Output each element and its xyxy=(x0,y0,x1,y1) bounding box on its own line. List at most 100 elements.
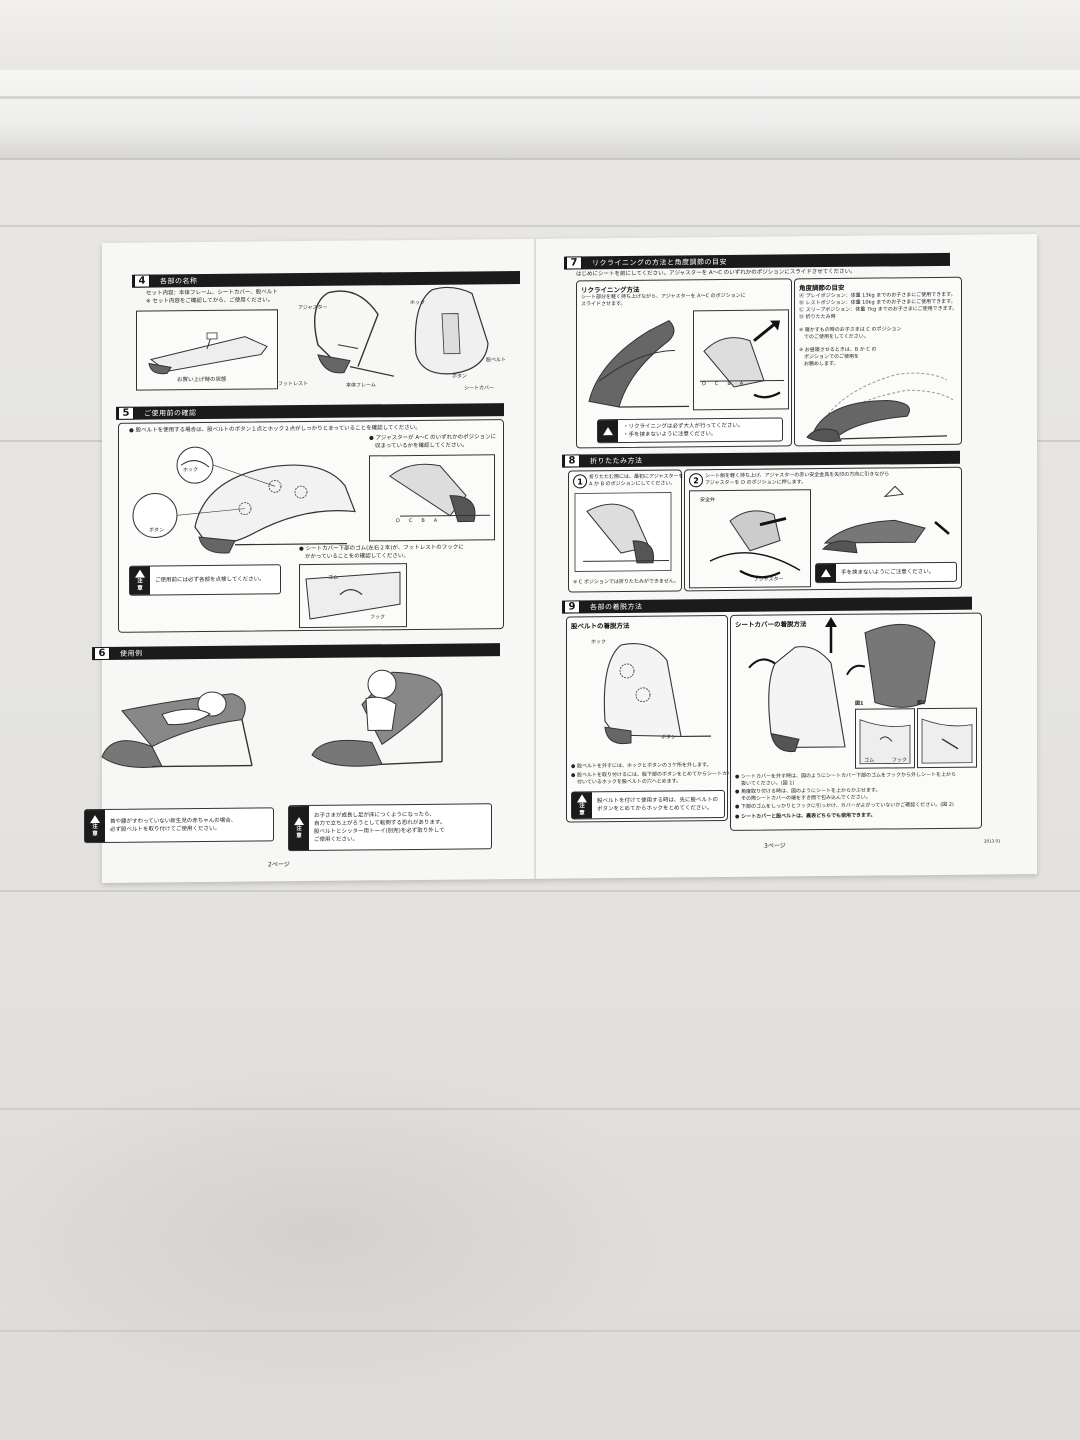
newborn-warning: 注 意 首や腰がすわっていない新生児の赤ちゃんの場合、必ず股ベルトを取り付けてご… xyxy=(84,807,274,844)
floor-seam xyxy=(0,225,1080,227)
seat-cover-attach-illustration xyxy=(748,617,936,753)
label-rubber: ゴム xyxy=(864,757,875,764)
warning-line: ご使用ください。 xyxy=(314,836,359,844)
belt-bullet-1-text: 股ベルトを外すには、ホックとボタンの３ケ所を外します。 xyxy=(576,762,712,770)
section-number: 8 xyxy=(564,454,580,468)
label-safety: 安全弁 xyxy=(700,497,716,504)
warning-text: ご使用前には必ず各部を点検してください。 xyxy=(155,576,265,584)
warning-line: 自力で立ち上がろうとして転倒する恐れがあります。 xyxy=(314,819,446,827)
angle-positions-illustration xyxy=(806,372,954,443)
warning-line: ・手を挟まないように注意ください。 xyxy=(623,431,717,438)
position-c: C xyxy=(408,517,422,525)
section-number: 6 xyxy=(94,646,110,661)
position-d: D xyxy=(702,381,715,388)
cover-bullet-4-text: シートカバーと股ベルトは、裏表どちらでも使用できます。 xyxy=(741,812,876,820)
label-adjuster: アジャスター xyxy=(754,576,784,583)
section-number: 5 xyxy=(118,406,134,420)
step-1-text-b: A か B のポジションにしてください。 xyxy=(589,480,676,488)
label-adjuster: アジャスター xyxy=(298,304,328,312)
warning-icon: 注 意 xyxy=(130,566,150,595)
step-1-note: ※ C ポジションでは折りたたみができません。 xyxy=(573,578,679,586)
warning-icon: 注 意 xyxy=(572,792,592,819)
check-bullet-3a-text: シートカバー下部のゴム(左右２本)が、フットレストのフックに xyxy=(305,544,464,553)
safety-latch-illustration xyxy=(709,510,801,579)
adjuster-slide-box: DCBA xyxy=(693,309,789,411)
warning-text: 首や腰がすわっていない新生児の赤ちゃんの場合、必ず股ベルトを取り付けてご使用くだ… xyxy=(105,816,241,834)
pre-use-check-box: ● 股ベルトを使用する場合は、股ベルトのボタン１点とホック２点がしっかりとまって… xyxy=(118,419,504,633)
left-page: 4 各部の名称 セット内容：本体フレーム、シートカバー、股ベルト ※ セット内容… xyxy=(84,239,534,883)
section-8-header: 8 折りたたみ方法 xyxy=(562,450,960,468)
warning-icon xyxy=(598,420,618,443)
caution-label: 注 意 xyxy=(296,825,302,839)
cover-bullet-4: ● シートカバーと股ベルトは、裏表どちらでも使用できます。 xyxy=(735,812,876,820)
warning-line: ・リクライニングは必ず大人が行ってください。 xyxy=(623,422,744,430)
instruction-booklet: 4 各部の名称 セット内容：本体フレーム、シートカバー、股ベルト ※ セット内容… xyxy=(84,234,1037,884)
bouncer-check-illustration xyxy=(132,446,356,554)
caution-label: 注 意 xyxy=(92,823,98,837)
footrest-hook-illustration xyxy=(305,571,401,620)
label-seat-cover: シートカバー xyxy=(464,385,495,392)
figure-2-illustration xyxy=(921,718,973,764)
section-title: ご使用前の確認 xyxy=(144,408,197,418)
warning-line: お子さまが成長し足が床につくようになったら、 xyxy=(314,811,436,819)
section-number: 4 xyxy=(134,274,150,288)
figure-1-box: ゴム フック xyxy=(855,708,915,769)
adjuster-illustration xyxy=(389,463,490,523)
floor-seam xyxy=(0,890,1080,892)
figure-2-label: 図2 xyxy=(917,700,926,707)
check-bullet-1-text: 股ベルトを使用する場合は、股ベルトのボタン１点とホック２点がしっかりとまっている… xyxy=(135,424,421,434)
section-7-header: 7 リクライニングの方法と角度調節の目安 xyxy=(564,252,950,270)
reclining-bouncer-illustration xyxy=(588,319,689,408)
angle-c-text: スリープポジション：体重 7kg までのお子さまにご使用できます。 xyxy=(805,305,958,314)
caution-label: 注 意 xyxy=(137,578,143,592)
label-button: ボタン xyxy=(149,527,165,534)
section-title: 折りたたみ方法 xyxy=(590,456,643,465)
section-5-header: 5 ご使用前の確認 xyxy=(116,403,504,420)
warning-line: 股ベルトを付けて使用する時は、先に股ベルトの xyxy=(597,796,719,804)
caution-label: 注 意 xyxy=(579,803,585,816)
angle-d: Ⓓ 折りたたみ時 xyxy=(799,313,836,321)
step-2-text-b: アジャスターを D のポジションに押します。 xyxy=(705,479,807,487)
check-bullet-2a-text: アジャスターが A～C のいずれかのポジションに xyxy=(375,434,497,442)
angle-c: Ⓒ スリープポジション：体重 7kg までのお子さまにご使用できます。 xyxy=(799,305,958,314)
label-hook2: フック xyxy=(892,757,908,764)
cover-bullet-3-text: 下部のゴムをしっかりとフックに引っかけ、カバーがよがっていないかご確認ください。… xyxy=(740,801,954,810)
check-bullet-3a: ● シートカバー下部のゴム(左右２本)が、フットレストのフックに xyxy=(299,544,464,553)
check-bullet-2a: ● アジャスターが A～C のいずれかのポジションに xyxy=(369,434,497,442)
section-title: 使用例 xyxy=(120,649,143,658)
label-hook: ホック xyxy=(591,639,607,646)
step-1-number: 1 xyxy=(573,474,587,489)
footrest-hook-box: ゴム フック xyxy=(299,563,407,629)
label-hook: ホック xyxy=(183,467,199,474)
warning-icon: 注 意 xyxy=(85,809,105,843)
section-title: 各部の着脱方法 xyxy=(590,602,643,611)
position-c: C xyxy=(714,380,728,388)
check-bullet-1: ● 股ベルトを使用する場合は、股ベルトのボタン１点とホック２点がしっかりとまって… xyxy=(129,424,421,434)
angle-note-1b: でのご使用をしてください。 xyxy=(799,333,869,341)
older-baby-usage-illustration xyxy=(311,669,443,767)
right-page: 7 リクライニングの方法と角度調節の目安 はじめにシートを前にしてください。アジ… xyxy=(536,234,1037,879)
position-a: A xyxy=(433,517,447,524)
warning-icon xyxy=(816,563,836,583)
belt-bullet-1: ● 股ベルトを外すには、ホックとボタンの３ケ所を外します。 xyxy=(571,762,712,770)
right-page-number: 3ページ xyxy=(764,842,786,850)
belt-bullet-2a-text: 股ベルトを取り付けるには、股下部のボタンをとめてからシートカバーに xyxy=(576,770,742,779)
pre-use-warning: 注 意 ご使用前には必ず各部を点検してください。 xyxy=(129,564,281,596)
position-b: B xyxy=(421,517,434,524)
reclining-desc-b: スライドさせます。 xyxy=(581,300,626,308)
cover-bullet-2b: その際シートカバーの端をすき間で包み込んでください。 xyxy=(741,794,871,802)
warning-line: 必ず股ベルトを取り付けてご使用ください。 xyxy=(110,825,221,833)
figure-2-box xyxy=(917,707,977,769)
packaged-bouncer-illustration xyxy=(148,332,268,375)
folding-warning: 手を挟まないようにご注意ください。 xyxy=(815,561,957,584)
packaged-caption: お買い上げ時の状態 xyxy=(177,376,227,384)
angle-note-2a: ※ お昼寝させるときは、B か C の xyxy=(799,346,877,354)
label-hook2: フック xyxy=(370,614,386,621)
figure-1-label: 図1 xyxy=(855,700,864,707)
warning-text: 股ベルトを付けて使用する時は、先に股ベルトのボタンをとめてからホックをとめてくだ… xyxy=(592,796,723,814)
reclining-desc-a: シート部分を軽く持ち上げながら、アジャスターを A～C のポジションに xyxy=(581,292,746,301)
step-2-number: 2 xyxy=(689,473,703,488)
position-b: B xyxy=(727,380,740,387)
seat-cover-attach-box: シートカバーの着脱方法 ゴム フック 図1 xyxy=(730,612,982,831)
position-a: A xyxy=(739,380,753,387)
